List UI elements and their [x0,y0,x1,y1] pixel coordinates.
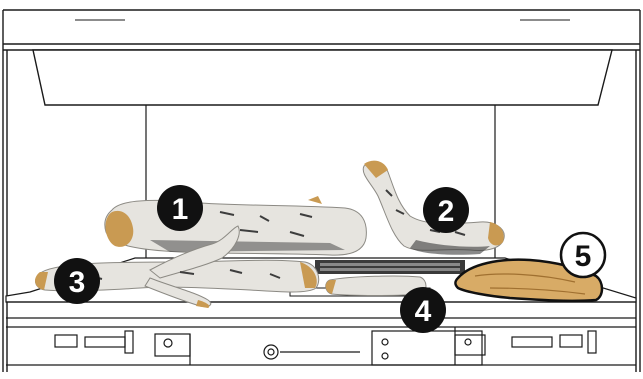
callout-2-label: 2 [438,195,455,228]
log-1 [105,196,367,255]
callout-5-label: 5 [575,240,592,273]
callout-1: 1 [157,185,203,231]
callout-4-label: 4 [415,295,432,328]
callout-4: 4 [400,287,446,333]
callout-3-label: 3 [69,266,86,299]
callout-3: 3 [54,258,100,304]
callout-2: 2 [423,187,469,233]
lower-control-panel [6,318,636,365]
callout-5: 5 [561,233,605,277]
callout-1-label: 1 [172,193,189,226]
